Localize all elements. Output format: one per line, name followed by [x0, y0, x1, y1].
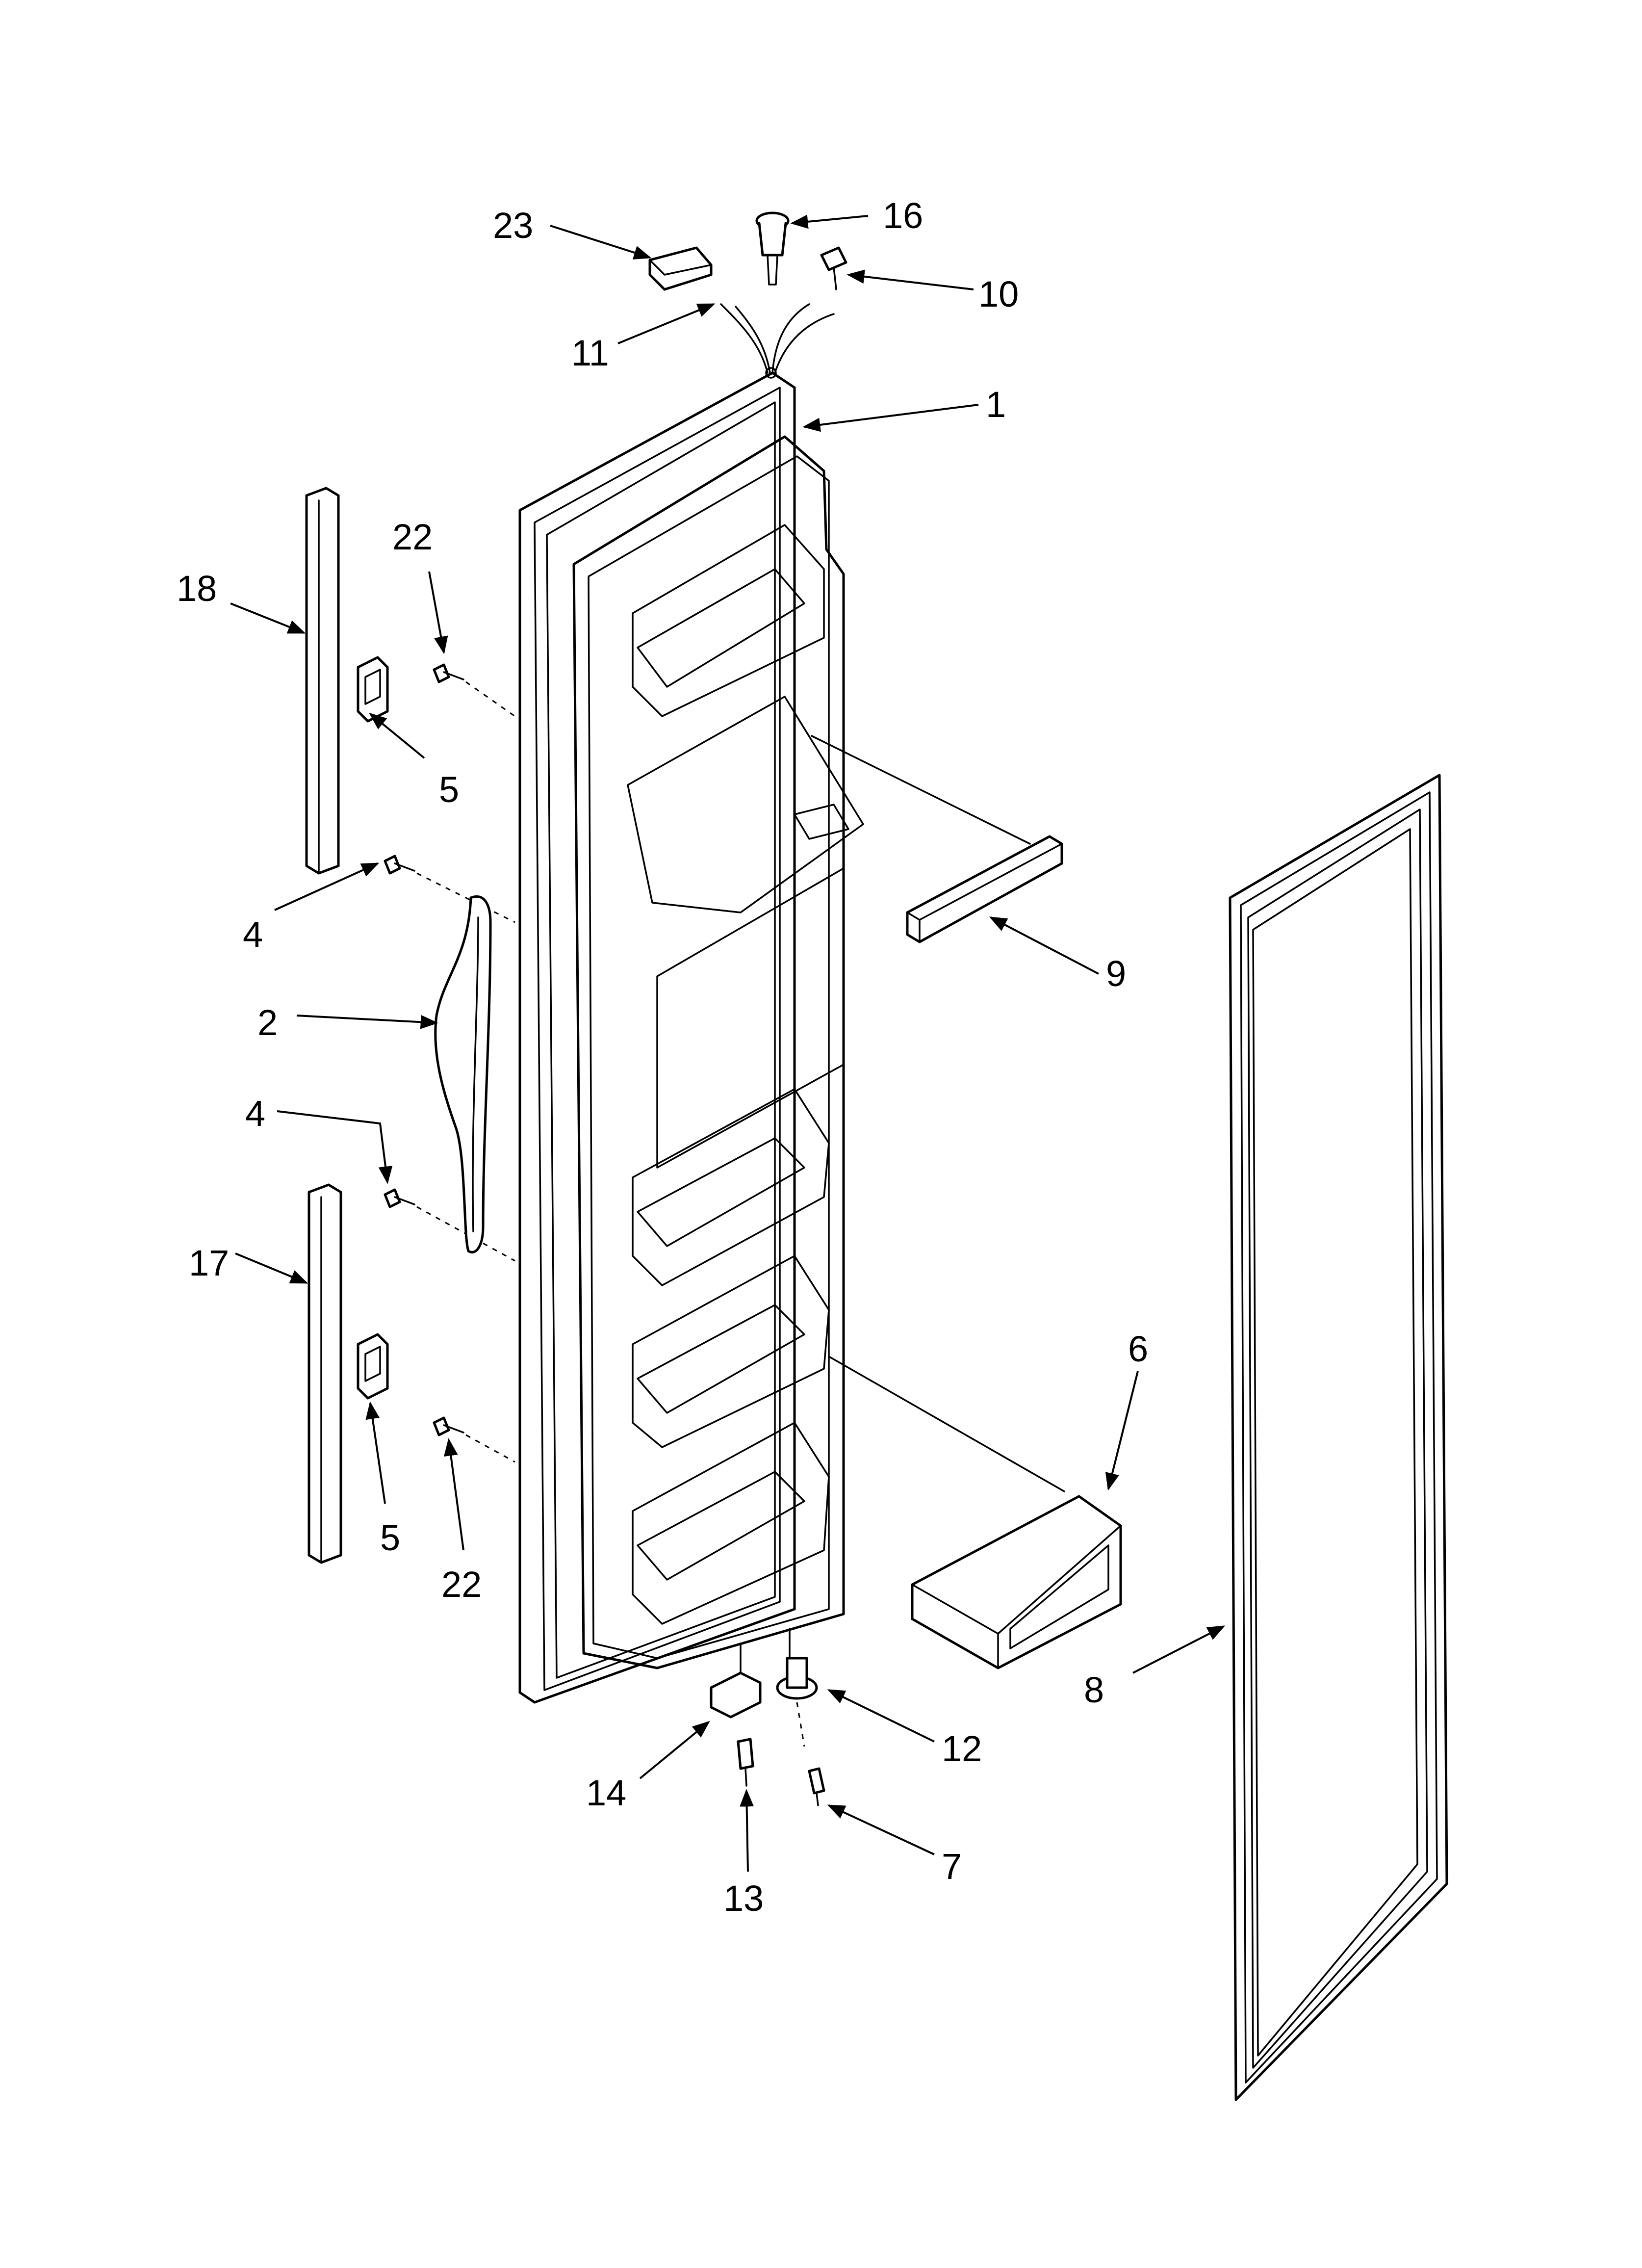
callout-17: 17 [189, 1243, 229, 1283]
callout-22-lower: 22 [441, 1564, 482, 1605]
callout-16: 16 [883, 195, 923, 236]
callout-10: 10 [978, 274, 1019, 314]
connector-23 [648, 246, 713, 291]
door-gasket [1229, 774, 1448, 2101]
hinge-bracket-14 [710, 1642, 762, 1719]
callout-5-lower: 5 [380, 1517, 400, 1558]
clip-5-upper [357, 656, 389, 723]
callout-12: 12 [942, 1728, 982, 1769]
shelf-rail [811, 735, 1063, 943]
clip-5-lower [357, 1333, 389, 1400]
callout-13: 13 [723, 1878, 764, 1919]
callout-22-upper: 22 [392, 517, 433, 557]
callout-18: 18 [177, 568, 217, 609]
screw-13 [737, 1738, 754, 1787]
trim-strip-18 [305, 487, 340, 875]
callout-4-lower: 4 [245, 1093, 265, 1134]
callout-4-upper: 4 [243, 914, 263, 955]
trim-strip-17 [308, 1183, 342, 1564]
callout-11: 11 [571, 333, 609, 373]
screw-4-lower [384, 1188, 515, 1262]
screw-7 [808, 1767, 825, 1806]
light-socket [755, 211, 790, 286]
callout-8: 8 [1084, 1669, 1104, 1710]
wire-harness [720, 303, 835, 379]
door-bin [828, 1356, 1122, 1669]
screw-22-lower [433, 1416, 515, 1463]
screw-4-upper [384, 855, 515, 923]
callout-9: 9 [1106, 953, 1126, 994]
hinge-pin-12 [776, 1628, 818, 1747]
callout-14: 14 [586, 1773, 626, 1813]
screw-22-upper [433, 663, 515, 717]
callout-23: 23 [493, 205, 533, 246]
callout-7: 7 [942, 1846, 962, 1887]
callout-1: 1 [986, 384, 1006, 425]
callout-6: 6 [1128, 1329, 1148, 1369]
callout-2: 2 [257, 1002, 278, 1043]
screw-10 [820, 246, 847, 290]
callout-labels: 23 16 10 11 1 22 18 5 4 9 2 4 17 6 5 22 … [177, 195, 1148, 1919]
door-handle [434, 895, 492, 1253]
leader-arrows [230, 214, 1226, 1872]
door-assembly [518, 371, 864, 1704]
callout-5-upper: 5 [439, 769, 459, 810]
